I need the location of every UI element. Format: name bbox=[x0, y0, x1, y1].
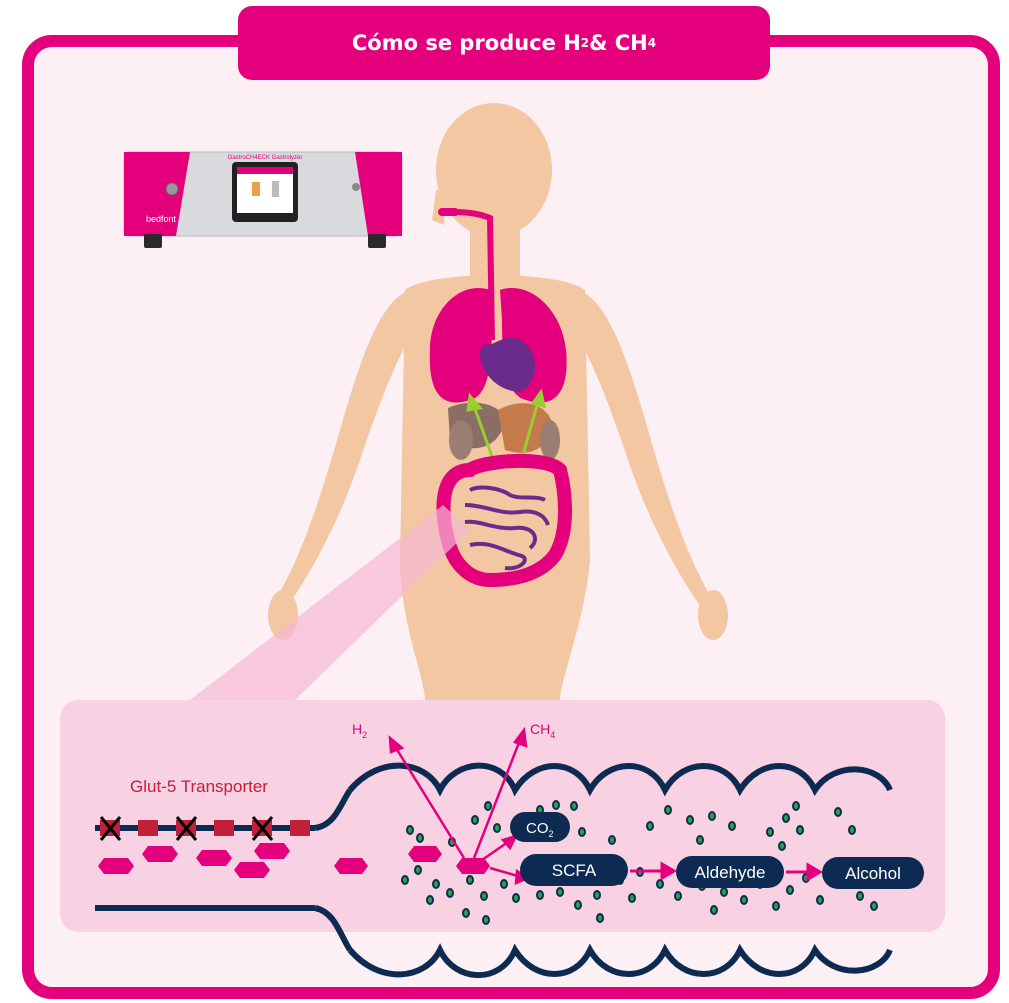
title-prefix: Cómo se produce H bbox=[352, 31, 581, 55]
svg-text:Alcohol: Alcohol bbox=[845, 864, 901, 883]
kidney-left bbox=[449, 420, 473, 460]
svg-text:Aldehyde: Aldehyde bbox=[695, 863, 766, 882]
aldehyde-pill: Aldehyde bbox=[676, 856, 784, 888]
title-sub-h2: 2 bbox=[581, 36, 589, 50]
alcohol-pill: Alcohol bbox=[822, 857, 924, 889]
title-mid: & CH bbox=[589, 31, 648, 55]
device-brand: bedfont bbox=[146, 214, 177, 224]
title-sub-ch4: 4 bbox=[648, 36, 656, 50]
colon-lower-wall bbox=[350, 950, 890, 975]
glut5-label: Glut-5 Transporter bbox=[130, 777, 268, 796]
scfa-pill: SCFA bbox=[520, 854, 628, 886]
co2-pill: CO2 bbox=[510, 812, 570, 842]
kidney-right bbox=[540, 420, 560, 460]
device-screen-title: GastroCH4ECK Gastrolyzer bbox=[228, 155, 303, 161]
inset-panel bbox=[60, 700, 945, 932]
svg-text:SCFA: SCFA bbox=[552, 861, 597, 880]
gastrolyzer-device: bedfont GastroCH4ECK Gastrolyzer bbox=[124, 152, 402, 248]
